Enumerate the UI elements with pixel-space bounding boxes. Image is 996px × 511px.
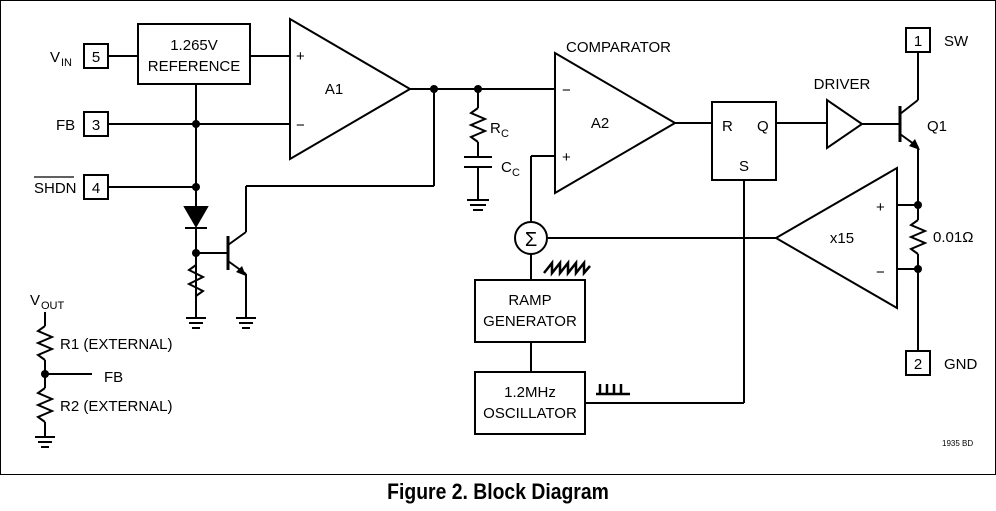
q1-label: Q1: [927, 118, 947, 135]
a1-error-amp: + − A1: [289, 17, 412, 161]
vout-label-sub: OUT: [41, 300, 65, 312]
x15-plus: +: [876, 199, 885, 216]
external-divider: V OUT R1 (EXTERNAL) FB R2 (EXTERNAL): [30, 292, 173, 448]
pin-shdn: SHDN 4: [34, 174, 109, 200]
comparator-title: COMPARATOR: [566, 39, 671, 56]
sense-resistor-label: 0.01Ω: [933, 229, 973, 246]
ramp-line1: RAMP: [508, 292, 551, 309]
vin-label: V: [50, 49, 60, 66]
driver: DRIVER: [814, 76, 900, 150]
gnd-pin-label: GND: [944, 356, 978, 373]
reference-voltage: 1.265V: [170, 37, 218, 54]
a2-minus: −: [562, 82, 571, 99]
latch-q: Q: [757, 118, 769, 135]
shdn-pin-number: 4: [92, 180, 100, 197]
figure-caption: Figure 2. Block Diagram: [387, 479, 609, 504]
block-diagram: V IN 5 FB 3 SHDN 4 1 SW 2 GND 1.265V REF…: [30, 17, 978, 448]
latch-s: S: [739, 158, 749, 175]
fb-pin-number: 3: [92, 117, 100, 134]
fb-pin-label: FB: [56, 117, 75, 134]
driver-title: DRIVER: [814, 76, 871, 93]
sigma-symbol: Σ: [525, 229, 537, 251]
ramp-waveform-icon: [543, 259, 591, 277]
sw-pin-label: SW: [944, 33, 969, 50]
x15-minus: −: [876, 264, 885, 281]
a1-output-net: R C C C: [410, 85, 555, 211]
x15-label: x15: [830, 230, 854, 247]
pin-fb: FB 3: [56, 111, 109, 137]
summing-node: Σ: [514, 221, 591, 280]
current-sense-amp: + − x15: [548, 166, 898, 310]
rs-latch: R Q S: [711, 101, 827, 403]
pin-vin: V IN 5: [50, 43, 109, 69]
cc-label: C: [501, 159, 512, 176]
a1-minus: −: [296, 117, 305, 134]
comparator-a2: COMPARATOR − + A2: [530, 39, 712, 222]
gnd-pin-number: 2: [914, 356, 922, 373]
a1-plus: +: [296, 48, 305, 65]
divider-fb-label: FB: [104, 369, 123, 386]
a2-label: A2: [591, 115, 609, 132]
reference-block: 1.265V REFERENCE: [137, 23, 251, 85]
sense-resistor: 0.01Ω: [897, 201, 973, 351]
vin-pin-number: 5: [92, 49, 100, 66]
oscillator-freq: 1.2MHz: [504, 384, 556, 401]
q1-power-switch: Q1: [898, 52, 947, 205]
oscillator-label: OSCILLATOR: [483, 405, 577, 422]
pin-gnd: 2 GND: [905, 350, 978, 376]
ramp-generator: RAMP GENERATOR: [474, 279, 586, 372]
rc-label-sub: C: [501, 128, 509, 140]
a1-label: A1: [325, 81, 343, 98]
latch-r: R: [722, 118, 733, 135]
vout-label: V: [30, 292, 40, 309]
r1-label: R1 (EXTERNAL): [60, 336, 173, 353]
pin-sw: 1 SW: [905, 27, 969, 53]
cc-label-sub: C: [512, 167, 520, 179]
figure-code: 1935 BD: [942, 439, 973, 448]
ramp-line2: GENERATOR: [483, 313, 577, 330]
pulse-waveform-icon: [596, 384, 630, 396]
rc-label: R: [490, 120, 501, 137]
shdn-pin-label: SHDN: [34, 180, 77, 197]
oscillator: 1.2MHz OSCILLATOR: [474, 371, 744, 435]
r2-label: R2 (EXTERNAL): [60, 398, 173, 415]
diagram-frame: [0, 0, 996, 475]
shutdown-diode: [183, 206, 228, 329]
sw-pin-number: 1: [914, 33, 922, 50]
input-wires: [108, 55, 290, 207]
shutdown-transistor: [226, 185, 434, 329]
a2-plus: +: [562, 149, 571, 166]
reference-label: REFERENCE: [148, 58, 241, 75]
vin-label-sub: IN: [61, 57, 72, 69]
